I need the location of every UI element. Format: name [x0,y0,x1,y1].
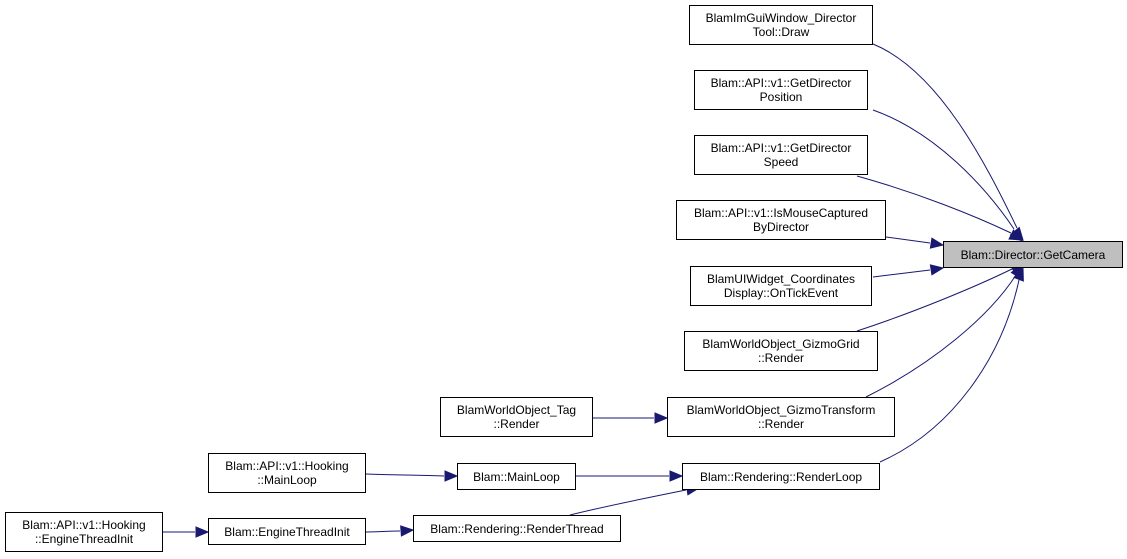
edge-hookmain-to-mainloop [365,470,459,482]
edge-line [569,489,687,516]
edge-line [872,269,931,278]
node-label-line: ::EngineThreadInit [34,532,134,546]
graph-node-target: Blam::Director::GetCamera [943,241,1123,268]
node-label-line: BlamImGuiWindow_Director [705,11,857,25]
edge-coords-to-target [872,264,945,278]
graph-node-renderthread[interactable]: Blam::Rendering::RenderThread [413,515,621,542]
node-label-line: Blam::API::v1::GetDirector [710,141,852,155]
node-label-line: Blam::API::v1::IsMouseCaptured [693,206,869,220]
node-label-line: Blam::API::v1::GetDirector [710,76,852,90]
arrowhead-icon [669,470,684,482]
node-label-line: Blam::API::v1::Hooking [22,518,146,532]
edge-line [365,530,401,533]
node-label-line: Blam::Rendering::RenderLoop [699,469,863,484]
edge-line [865,274,1017,398]
node-label-line: Blam::MainLoop [473,469,560,484]
node-label-line: Blam::API::v1::Hooking [225,459,349,473]
graph-node-tagrender[interactable]: BlamWorldObject_Tag::Render [440,397,593,437]
node-label-line: Blam::Director::GetCamera [960,247,1106,262]
graph-node-hookmain[interactable]: Blam::API::v1::Hooking::MainLoop [208,453,366,493]
edge-tagrender-to-gizmotransform [593,412,669,424]
edge-line [879,279,1020,463]
node-label-line: BlamWorldObject_GizmoTransform [686,403,876,417]
arrowhead-icon [929,264,945,276]
arrowhead-icon [929,237,945,249]
edge-getpos-to-target [872,109,1023,243]
edge-enginethreadinit-to-renderthread [365,525,415,537]
edge-line [885,236,931,244]
node-label-line: ::Render [493,417,540,431]
node-label-line: Blam::EngineThreadInit [224,524,350,539]
node-label-line: ::Render [757,417,805,431]
graph-node-mainloop[interactable]: Blam::MainLoop [457,463,576,490]
edge-line [856,268,1013,332]
arrowhead-icon [400,525,415,537]
node-label-line: ByDirector [752,220,809,234]
edge-mousecap-to-target [885,236,945,249]
edge-renderloop-to-target [879,266,1024,463]
arrowhead-icon [1013,266,1024,282]
edge-line [872,43,1018,229]
node-label-line: BlamWorldObject_GizmoGrid [702,337,860,351]
edge-line [856,175,1012,234]
graph-node-gizmotransform[interactable]: BlamWorldObject_GizmoTransform::Render [667,397,895,437]
arrowhead-icon [1008,229,1024,241]
edge-line [365,473,445,477]
edge-hookengine-to-enginethreadinit [163,526,210,538]
graph-node-enginethreadinit[interactable]: Blam::EngineThreadInit [208,518,366,545]
node-label-line: Display::OnTickEvent [723,286,839,300]
edge-mainloop-to-renderloop [576,470,684,482]
edge-renderthread-to-renderloop [569,484,701,516]
arrowhead-icon [654,412,669,424]
node-label-line: BlamWorldObject_Tag [456,403,577,417]
edge-line [872,109,1015,230]
graph-node-hookengine[interactable]: Blam::API::v1::Hooking::EngineThreadInit [5,512,163,552]
edge-gizmotransform-to-target [865,263,1023,398]
node-label-line: Position [759,90,803,104]
graph-node-renderloop[interactable]: Blam::Rendering::RenderLoop [682,463,880,490]
node-label-line: BlamUIWidget_Coordinates [706,272,856,286]
node-label-line: ::Render [757,351,805,365]
node-label-line: Tool::Draw [752,25,810,39]
graph-node-gizmogrid[interactable]: BlamWorldObject_GizmoGrid::Render [684,331,878,371]
node-label-line: ::MainLoop [257,473,317,487]
node-label-line: Speed [763,155,799,169]
edge-gizmogrid-to-target [856,262,1025,332]
node-label-line: Blam::Rendering::RenderThread [430,521,604,536]
arrowhead-icon [195,526,210,538]
arrowhead-icon [444,470,459,482]
edge-getspeed-to-target [856,175,1024,241]
